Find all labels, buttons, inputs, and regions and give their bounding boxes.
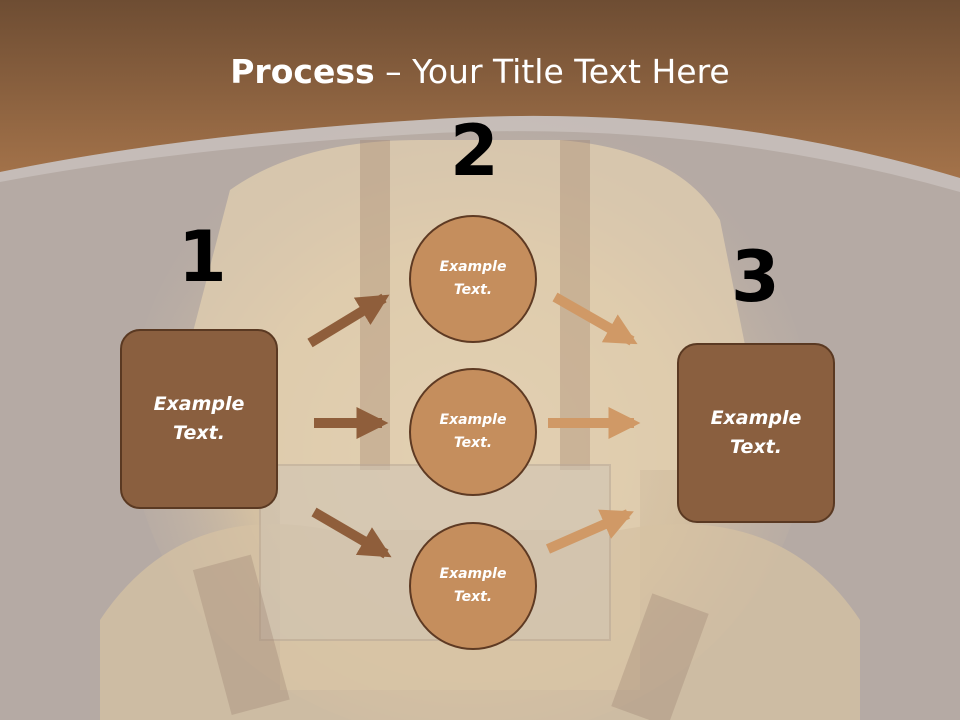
right-box: Example Text.	[677, 343, 835, 523]
arrow-bottom-to-right	[545, 509, 634, 554]
right-box-text: Example Text.	[710, 407, 802, 458]
circle-bottom: Example Text.	[409, 522, 537, 650]
circle-middle-text: Example Text.	[439, 412, 507, 451]
arrow-top-to-right	[552, 292, 638, 346]
step-number-3: 3	[731, 236, 780, 318]
circle-middle: Example Text.	[409, 368, 537, 496]
left-box-text: Example Text.	[153, 393, 245, 444]
title-rest: – Your Title Text Here	[374, 52, 730, 91]
step-number-1: 1	[178, 216, 227, 298]
circle-top: Example Text.	[409, 215, 537, 343]
title-bold: Process	[230, 52, 375, 91]
slide-title: Process – Your Title Text Here	[0, 52, 960, 91]
left-box: Example Text.	[120, 329, 278, 509]
circle-bottom-text: Example Text.	[439, 566, 507, 605]
circle-top-text: Example Text.	[439, 259, 507, 298]
arrow-left-to-top	[307, 293, 390, 348]
arrow-left-to-bottom	[311, 507, 392, 559]
step-number-2: 2	[450, 110, 499, 192]
